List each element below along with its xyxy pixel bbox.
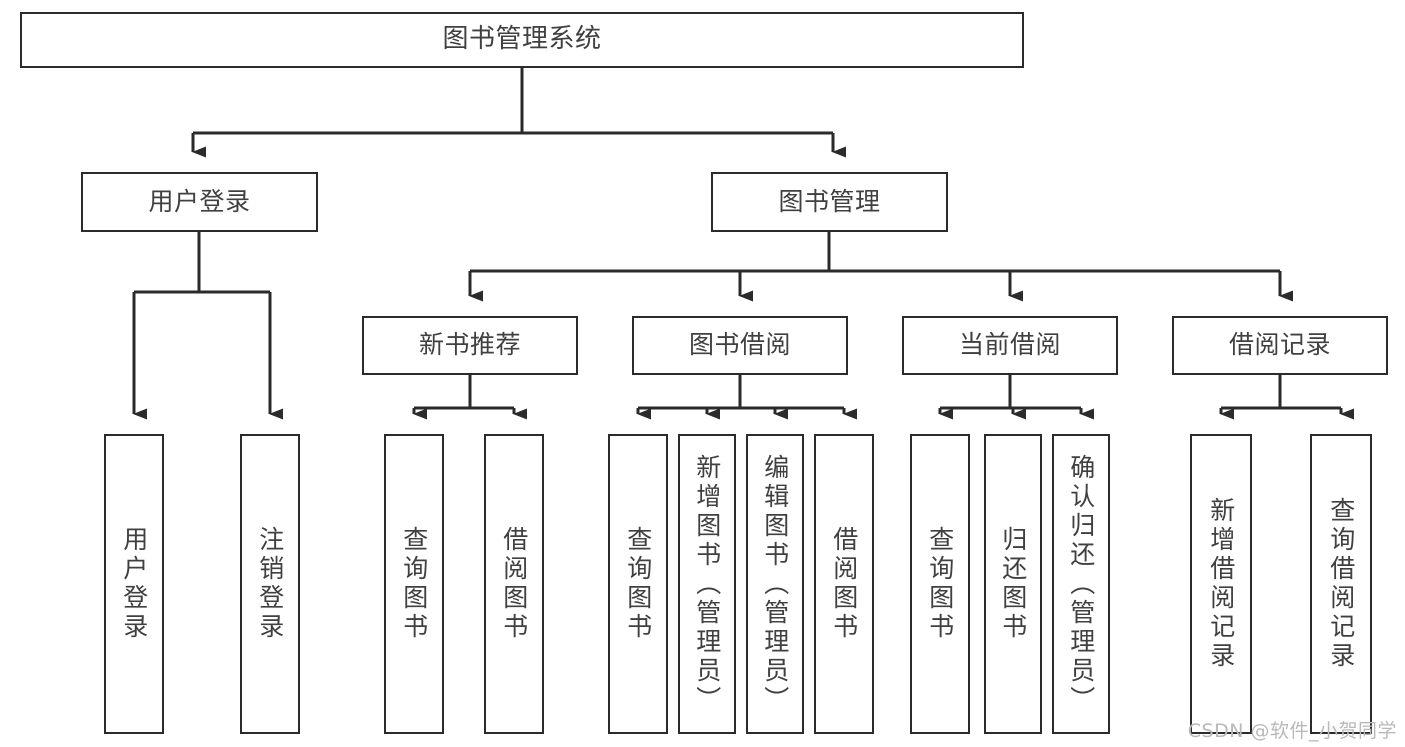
node-leaf-query-book-3[interactable]: 查询图书 bbox=[910, 434, 970, 734]
node-user-login[interactable]: 用户登录 bbox=[81, 172, 318, 232]
node-leaf-query-book-1[interactable]: 查询图书 bbox=[384, 434, 444, 734]
node-leaf-add-book[interactable]: 新增图书（管理员） bbox=[678, 434, 736, 734]
node-leaf-add-record-label: 新增借阅记录 bbox=[1206, 497, 1236, 671]
node-leaf-query-book-2-label: 查询图书 bbox=[623, 526, 653, 642]
node-leaf-borrow-book-2[interactable]: 借阅图书 bbox=[814, 434, 874, 734]
node-leaf-query-book-2[interactable]: 查询图书 bbox=[608, 434, 668, 734]
node-current-borrow-label: 当前借阅 bbox=[958, 330, 1061, 360]
node-borrow-record-label: 借阅记录 bbox=[1228, 330, 1331, 360]
node-leaf-confirm-return[interactable]: 确认归还（管理员） bbox=[1052, 434, 1110, 734]
node-root-label: 图书管理系统 bbox=[442, 24, 602, 55]
node-root[interactable]: 图书管理系统 bbox=[20, 12, 1024, 68]
node-leaf-edit-book[interactable]: 编辑图书（管理员） bbox=[746, 434, 804, 734]
node-user-login-label: 用户登录 bbox=[148, 186, 251, 216]
node-leaf-logout-label: 注销登录 bbox=[255, 526, 285, 642]
node-leaf-borrow-book-2-label: 借阅图书 bbox=[829, 526, 859, 642]
csdn-watermark: CSDN @软件_小贺同学 bbox=[1187, 720, 1397, 742]
node-current-borrow[interactable]: 当前借阅 bbox=[902, 316, 1118, 375]
node-leaf-add-record[interactable]: 新增借阅记录 bbox=[1190, 434, 1252, 734]
node-leaf-return-book-label: 归还图书 bbox=[998, 526, 1028, 642]
node-leaf-edit-book-label: 编辑图书（管理员） bbox=[760, 453, 790, 715]
node-book-borrow[interactable]: 图书借阅 bbox=[632, 316, 848, 375]
node-book-manage[interactable]: 图书管理 bbox=[711, 172, 948, 232]
node-leaf-query-book-3-label: 查询图书 bbox=[925, 526, 955, 642]
node-leaf-borrow-book-1-label: 借阅图书 bbox=[499, 526, 529, 642]
node-leaf-confirm-return-label: 确认归还（管理员） bbox=[1066, 453, 1096, 715]
node-leaf-return-book[interactable]: 归还图书 bbox=[984, 434, 1042, 734]
node-new-book-recommend-label: 新书推荐 bbox=[418, 330, 521, 360]
node-book-borrow-label: 图书借阅 bbox=[688, 330, 791, 360]
node-leaf-user-login[interactable]: 用户登录 bbox=[104, 434, 164, 734]
node-leaf-add-book-label: 新增图书（管理员） bbox=[692, 453, 722, 715]
node-leaf-query-record[interactable]: 查询借阅记录 bbox=[1310, 434, 1372, 734]
node-leaf-logout[interactable]: 注销登录 bbox=[240, 434, 300, 734]
node-leaf-user-login-label: 用户登录 bbox=[119, 526, 149, 642]
node-new-book-recommend[interactable]: 新书推荐 bbox=[362, 316, 578, 375]
node-book-manage-label: 图书管理 bbox=[778, 186, 881, 216]
node-leaf-borrow-book-1[interactable]: 借阅图书 bbox=[484, 434, 544, 734]
node-leaf-query-book-1-label: 查询图书 bbox=[399, 526, 429, 642]
node-borrow-record[interactable]: 借阅记录 bbox=[1172, 316, 1388, 375]
node-leaf-query-record-label: 查询借阅记录 bbox=[1326, 497, 1356, 671]
